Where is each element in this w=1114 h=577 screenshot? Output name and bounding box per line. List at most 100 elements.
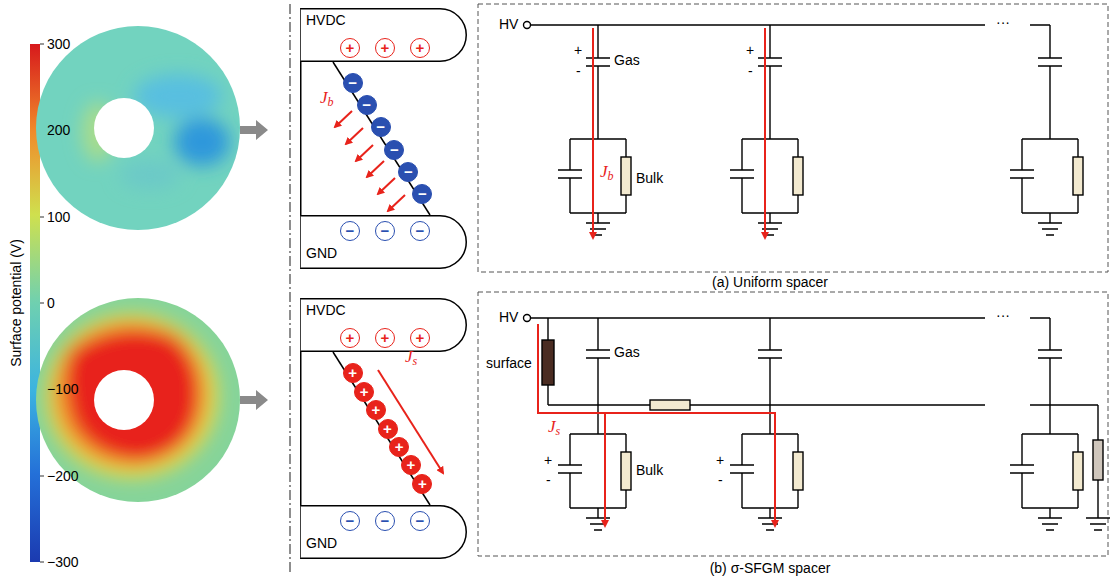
charge-sign: +: [371, 401, 380, 418]
tick-label: 200: [47, 122, 70, 138]
spacer-outline: [301, 8, 430, 559]
charge-symbol: +: [340, 38, 360, 58]
component-label: surface: [486, 355, 532, 371]
charge-sign: −: [404, 163, 413, 180]
tick-label: 100: [47, 209, 70, 225]
current-label: Js: [548, 418, 560, 436]
polarity-sign: -: [718, 472, 723, 488]
charge-symbol: +: [343, 363, 363, 383]
terminal-label: HV: [499, 309, 518, 325]
charge-sign: +: [348, 364, 357, 381]
pointer-arrow: [240, 390, 268, 410]
charge-symbol: +: [354, 382, 374, 402]
charge-symbol: −: [340, 221, 360, 241]
circuit-frame: [478, 292, 1108, 556]
charge-sign: −: [346, 512, 355, 529]
charge-sign: +: [346, 329, 355, 346]
polarity-sign: -: [546, 472, 551, 488]
charge-symbol: +: [375, 38, 395, 58]
charge-symbol: +: [378, 419, 398, 439]
charge-sign: −: [348, 74, 357, 91]
charge-sign: +: [416, 329, 425, 346]
charge-symbol: +: [412, 474, 432, 494]
charge-symbol: −: [375, 221, 395, 241]
charge-sign: +: [416, 39, 425, 56]
charge-sign: +: [360, 383, 369, 400]
charge-sign: −: [418, 185, 427, 202]
charge-sign: +: [346, 39, 355, 56]
charge-symbol: +: [366, 400, 386, 420]
current-label: Jb: [320, 89, 334, 107]
charge-sign: −: [390, 141, 399, 158]
charge-sign: +: [395, 438, 404, 455]
polarity-sign: -: [576, 63, 581, 79]
charge-symbol: −: [412, 184, 432, 204]
charge-symbol: −: [371, 117, 391, 137]
polarity-sign: +: [716, 452, 724, 468]
axis-title: Surface potential (V): [8, 239, 24, 367]
pointer-arrow: [240, 120, 268, 140]
component-label: Bulk: [636, 170, 663, 186]
polarity-sign: +: [544, 452, 552, 468]
subfigure-caption: (a) Uniform spacer: [712, 274, 828, 290]
charge-sign: +: [418, 475, 427, 492]
electrode-label: HVDC: [306, 302, 346, 318]
continuation-dots: ···: [996, 307, 1010, 323]
charge-sign: +: [381, 39, 390, 56]
bulk-current-arrows: [335, 111, 405, 211]
charge-sign: −: [416, 222, 425, 239]
separator-line: [289, 4, 290, 573]
polarity-sign: -: [748, 63, 753, 79]
tick-label: −200: [47, 468, 79, 484]
charge-symbol: −: [340, 511, 360, 531]
polarity-sign: +: [574, 42, 582, 58]
charge-symbol: −: [375, 511, 395, 531]
charge-sign: −: [381, 222, 390, 239]
charge-symbol: −: [410, 511, 430, 531]
electrode: GND−−−: [300, 505, 467, 559]
electrode-label: GND: [306, 245, 337, 261]
charge-sign: +: [381, 329, 390, 346]
circuit-frame: [478, 4, 1108, 272]
charge-sign: −: [416, 512, 425, 529]
charge-symbol: +: [401, 455, 421, 475]
circuit-a: [524, 22, 1084, 236]
circuit-b: [524, 315, 1111, 531]
bulk-current-path: [593, 28, 765, 238]
charge-sign: −: [376, 118, 385, 135]
electrode-label: GND: [306, 535, 337, 551]
current-label: Jb: [600, 163, 614, 181]
surface-current-arrow: [378, 370, 443, 473]
charge-symbol: +: [410, 38, 430, 58]
current-label: Js: [405, 348, 417, 366]
tick-label: 0: [47, 295, 55, 311]
charge-sign: −: [362, 96, 371, 113]
polarity-sign: +: [746, 42, 754, 58]
charge-symbol: +: [340, 328, 360, 348]
continuation-dots: ···: [996, 14, 1010, 30]
tick-label: −100: [47, 381, 79, 397]
component-label: Bulk: [636, 462, 663, 478]
charge-sign: −: [381, 512, 390, 529]
tick-label: −300: [47, 554, 79, 570]
surface-current-path: [538, 324, 775, 526]
charge-sign: −: [346, 222, 355, 239]
charge-symbol: −: [357, 95, 377, 115]
subfigure-caption: (b) σ-SFGM spacer: [710, 560, 831, 576]
charge-symbol: +: [410, 328, 430, 348]
electrode: HVDC+++: [300, 8, 467, 62]
electrode: HVDC+++: [300, 298, 467, 352]
potential-map-b: [36, 298, 240, 502]
tick-label: 300: [47, 36, 70, 52]
electrode: GND−−−: [300, 215, 467, 269]
potential-map-a: [36, 26, 240, 230]
charge-symbol: −: [384, 140, 404, 160]
charge-symbol: +: [375, 328, 395, 348]
charge-symbol: −: [410, 221, 430, 241]
component-label: Gas: [614, 344, 640, 360]
component-label: Gas: [614, 52, 640, 68]
charge-sign: +: [406, 456, 415, 473]
charge-symbol: −: [343, 73, 363, 93]
